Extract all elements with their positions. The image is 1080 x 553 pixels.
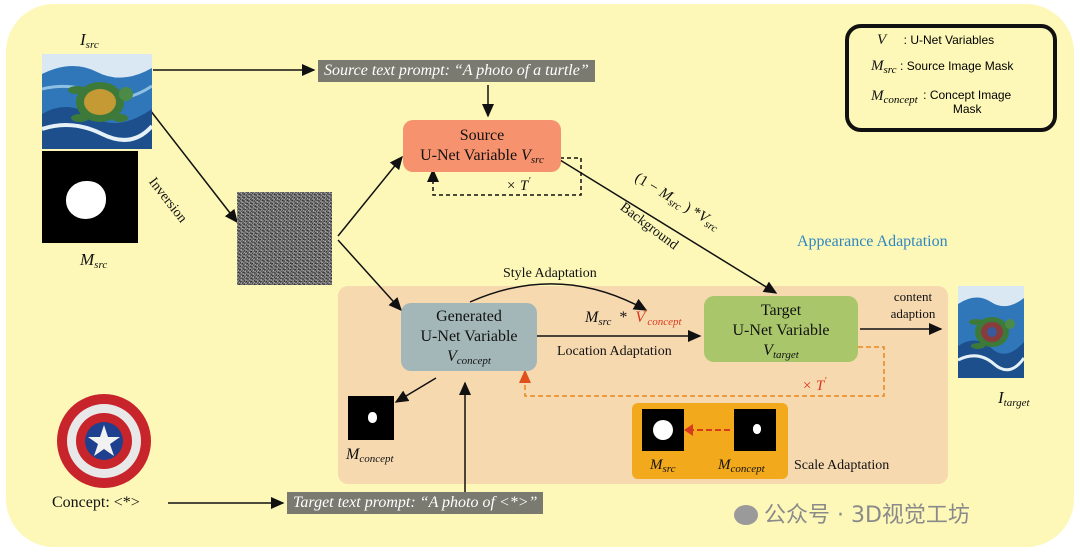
scale-msrc-label: Msrc — [650, 457, 676, 475]
target-unet-box: Target U-Net Variable Vtarget — [704, 296, 858, 362]
scale-mconcept-label: Mconcept — [718, 457, 765, 475]
scale-mask-src — [642, 409, 684, 451]
loop-source — [427, 157, 582, 196]
scale-adaptation-title: Scale Adaptation — [794, 458, 890, 473]
content-adaption-label: content adaption — [890, 289, 936, 321]
arrow-source-to-target — [559, 159, 778, 294]
loop-target-label: × T′ — [802, 376, 827, 394]
wechat-icon — [734, 505, 758, 525]
arrow-style-adaptation — [469, 283, 648, 311]
arrow-noise-to-source — [337, 155, 403, 237]
loop-source-label: × T′ — [506, 176, 531, 194]
i-src-label: Isrc — [80, 30, 99, 51]
legend-item-msrc: Msrc : Source Image Mask — [871, 58, 1014, 76]
target-text-prompt: Target text prompt: “A photo of <*>” — [287, 492, 544, 514]
appearance-adaptation-title: Appearance Adaptation — [797, 233, 948, 250]
concept-shield-image — [56, 393, 152, 489]
scale-mask-concept — [734, 409, 776, 451]
watermark: 公众号 · 3D视觉工坊 — [734, 497, 970, 529]
arrow-generated-to-mconcept — [394, 377, 437, 403]
noise-image — [237, 192, 332, 285]
scale-arrow — [688, 429, 730, 431]
location-formula: Msrc * V′concept — [585, 308, 682, 328]
i-target-label: Itarget — [998, 388, 1030, 409]
target-image — [957, 286, 1026, 378]
generated-unet-box: Generated U-Net Variable Vconcept — [401, 303, 537, 371]
legend-item-v: V : U-Net Variables — [877, 32, 995, 48]
source-unet-box: Source U-Net Variable Vsrc — [403, 120, 561, 172]
legend-item-mconcept: Mconcept : Concept Image Mask — [871, 88, 1012, 116]
source-mask — [42, 151, 138, 243]
m-concept-label: Mconcept — [346, 446, 394, 465]
location-adaptation-label: Location Adaptation — [557, 344, 672, 359]
style-adaptation-label: Style Adaptation — [503, 266, 597, 281]
source-image — [41, 54, 154, 149]
source-text-prompt: Source text prompt: “A photo of a turtle… — [318, 60, 595, 82]
concept-label: Concept: <*> — [52, 494, 140, 511]
scale-arrow-head — [684, 424, 693, 436]
scale-adaptation-box: Msrc Mconcept — [632, 403, 788, 479]
m-src-label: Msrc — [80, 250, 108, 271]
legend-box: V : U-Net Variables Msrc : Source Image … — [845, 24, 1057, 132]
concept-mask-small — [348, 396, 394, 440]
arrow-noise-to-generated — [337, 239, 403, 312]
loop-target — [519, 346, 885, 397]
arrow-inversion — [149, 109, 238, 224]
